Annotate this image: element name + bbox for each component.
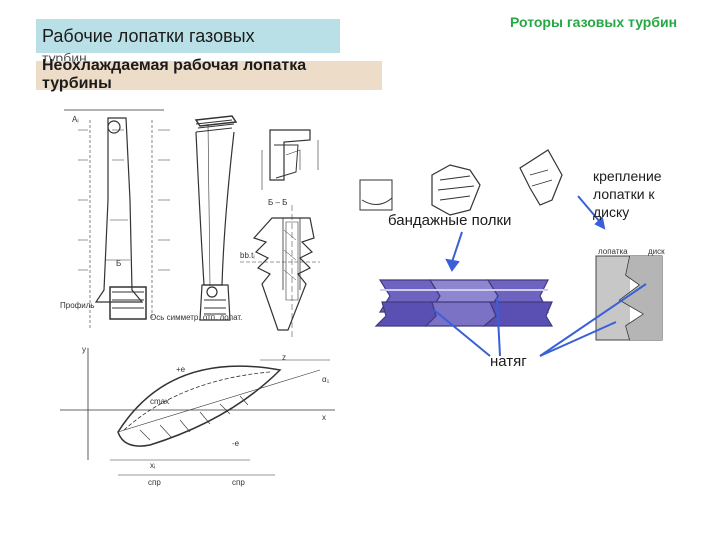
label-xi: xᵢ — [150, 461, 155, 470]
label-cpp-1: cпр — [148, 478, 161, 487]
label-note-profile: Профиль — [60, 301, 95, 310]
label-z: z — [282, 353, 286, 362]
label-note-axis: Ось симметр. отп. лопат. — [150, 313, 242, 322]
subtitle-background — [36, 61, 382, 90]
label-alpha: α₁ — [322, 375, 330, 384]
label-e-down: -e — [232, 439, 240, 448]
label-disk: диск — [648, 247, 665, 256]
label-section-bb: Б – Б — [268, 198, 287, 207]
fir-tree-root — [240, 205, 320, 340]
shroud-flange-view — [359, 149, 563, 216]
label-axis-y: y — [82, 345, 86, 354]
disk-attachment — [595, 255, 663, 341]
shroud-shelves — [374, 279, 554, 327]
label-bbt: bb.tᵢ — [240, 251, 255, 260]
blade-side-view — [194, 115, 238, 321]
label-ai: Aᵢ — [72, 115, 79, 124]
annotation-arrows — [433, 195, 647, 357]
slide-subtitle: Неохлаждаемая рабочая лопатка турбины — [42, 57, 307, 92]
title-background — [36, 19, 340, 53]
root-section-view — [261, 129, 319, 190]
label-shroud-shelves: бандажные полки — [388, 212, 512, 229]
blade-profile-section — [60, 348, 335, 476]
label-axis-x: x — [322, 413, 326, 422]
slide-title: Рабочие лопатки газовых — [42, 26, 255, 46]
label-lopatka: лопатка — [598, 247, 628, 256]
label-blade-attachment: крепление лопатки к диску — [593, 168, 662, 220]
label-interference: натяг — [490, 353, 527, 370]
blade-front-view — [64, 109, 170, 330]
label-cmax: cmax — [150, 397, 169, 406]
label-e-up: +e — [176, 365, 186, 374]
section-title: Роторы газовых турбин — [510, 14, 678, 30]
label-cpp-2: cпр — [232, 478, 245, 487]
label-b: Б — [116, 259, 121, 268]
